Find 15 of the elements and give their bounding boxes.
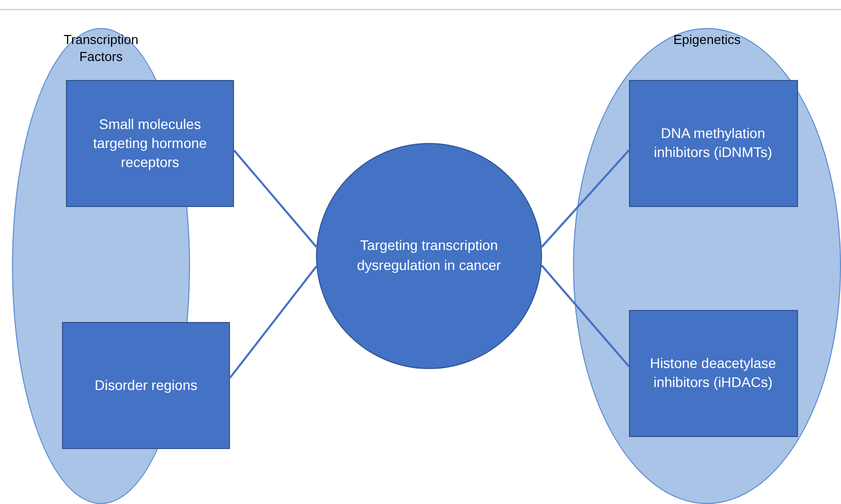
process-box (628, 310, 798, 436)
connector-line (229, 266, 318, 378)
process-box (66, 80, 234, 207)
box-label: Disorder regions (94, 376, 198, 395)
process-box (628, 80, 798, 206)
circle-label: Targeting transcription dysregulation in cancer (356, 236, 502, 275)
connector-line (233, 150, 318, 248)
group-title: Transcription Factors (62, 32, 140, 66)
process-box (62, 322, 230, 449)
box-label: DNA methylation inhibitors (iDNMTs) (652, 124, 774, 162)
connector-line (540, 150, 630, 248)
group-title: Epigenetics (673, 32, 741, 49)
box-label: Histone deacetylase inhibitors (iHDACs) (648, 354, 778, 392)
connector-line (540, 264, 630, 368)
box-label: Small molecules targeting hormone receptors (92, 115, 208, 172)
